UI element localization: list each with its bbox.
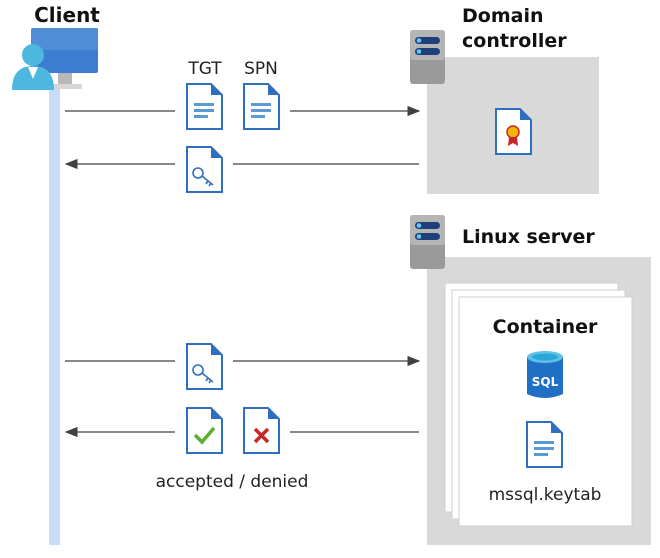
linux-server-label: Linux server [462, 226, 595, 248]
client-lifeline [49, 88, 60, 545]
sql-label: SQL [532, 375, 559, 389]
domain-controller-label-1: Domain [462, 5, 543, 27]
user-icon [12, 44, 54, 90]
container-label: Container [493, 316, 598, 338]
certificate-icon [495, 108, 532, 155]
accepted-check-icon [186, 407, 223, 454]
spn-label: SPN [244, 59, 278, 79]
server-icon [410, 215, 445, 269]
client-computer-icon [31, 28, 98, 89]
ticket-key-icon [186, 343, 223, 390]
container-card [458, 296, 633, 527]
ticket-key-icon [186, 146, 223, 193]
client-label: Client [34, 3, 100, 27]
arrows [64, 105, 421, 438]
denied-x-icon [243, 407, 280, 454]
spn-document-icon [243, 83, 280, 130]
tgt-label: TGT [187, 59, 222, 79]
keytab-file-icon [526, 421, 563, 468]
sql-database-icon: SQL [527, 351, 563, 398]
server-icon [410, 30, 445, 84]
domain-controller-label-2: controller [462, 30, 567, 52]
result-label: accepted / denied [156, 472, 309, 492]
tgt-document-icon [186, 83, 223, 130]
keytab-file-label: mssql.keytab [489, 485, 602, 505]
